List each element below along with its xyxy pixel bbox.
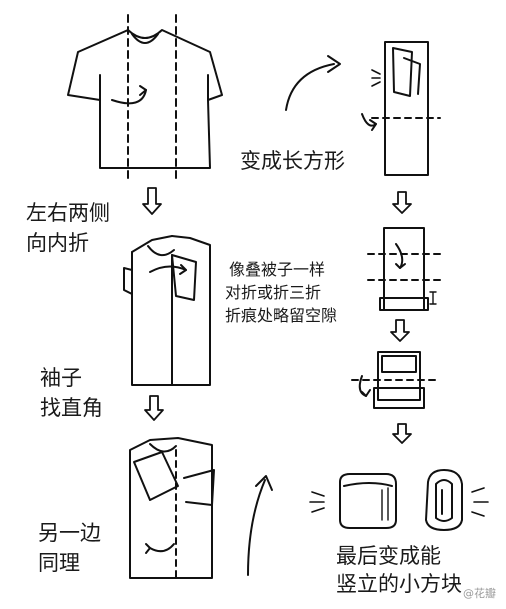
step3-line1: 另一边 [38, 521, 101, 545]
step2-label: 袖子 找直角 [40, 365, 103, 422]
rectangle-fold-drawing [361, 41, 441, 176]
fold-arrow-icon [111, 89, 147, 105]
step4-label: 变成长方形 [240, 148, 345, 174]
tshirt-full-drawing [67, 14, 223, 181]
down-arrow-icon [392, 191, 412, 214]
down-arrow-icon [142, 187, 162, 215]
step3-label: 另一边 同理 [38, 520, 101, 577]
step6-line2: 竖立的小方块 [336, 572, 462, 597]
step5-label: 像叠被子一样 对折或折三折 折痕处略留空隙 [225, 260, 337, 326]
standing-block-side-drawing [425, 469, 463, 531]
step6-label: 最后变成能 竖立的小方块 [336, 543, 462, 598]
fold-arrow-icon [149, 543, 175, 553]
step5-line1: 像叠被子一样 [229, 260, 326, 279]
curved-arrow-icon [285, 55, 341, 111]
step6-line1: 最后变成能 [336, 544, 441, 568]
step1-line1: 左右两侧 [26, 201, 110, 225]
motion-marks-icon [309, 487, 489, 517]
watermark: @花瓣 [463, 587, 496, 600]
down-arrow-icon [144, 395, 164, 421]
tshirt-sleeve-squared-drawing [129, 437, 215, 579]
step5-line2: 对折或折三折 [225, 283, 322, 302]
step1-line2: 向内折 [26, 231, 89, 256]
thirds-fold-drawing [367, 227, 441, 311]
down-arrow-icon [390, 319, 410, 342]
curved-arrow-icon [247, 475, 273, 576]
fold-arrow-icon [361, 113, 377, 127]
half-fold-drawing [351, 351, 441, 409]
tshirt-sides-folded-drawing [123, 235, 211, 386]
step5-line3: 折痕处略留空隙 [225, 306, 338, 325]
step2-line2: 找直角 [40, 396, 103, 421]
down-arrow-icon [392, 423, 412, 444]
step2-line1: 袖子 [40, 366, 82, 390]
fold-arrow-icon [149, 265, 187, 273]
step1-label: 左右两侧 向内折 [26, 200, 110, 257]
step4-text: 变成长方形 [240, 149, 345, 173]
step3-line2: 同理 [38, 551, 80, 576]
standing-block-front-drawing [339, 473, 397, 529]
